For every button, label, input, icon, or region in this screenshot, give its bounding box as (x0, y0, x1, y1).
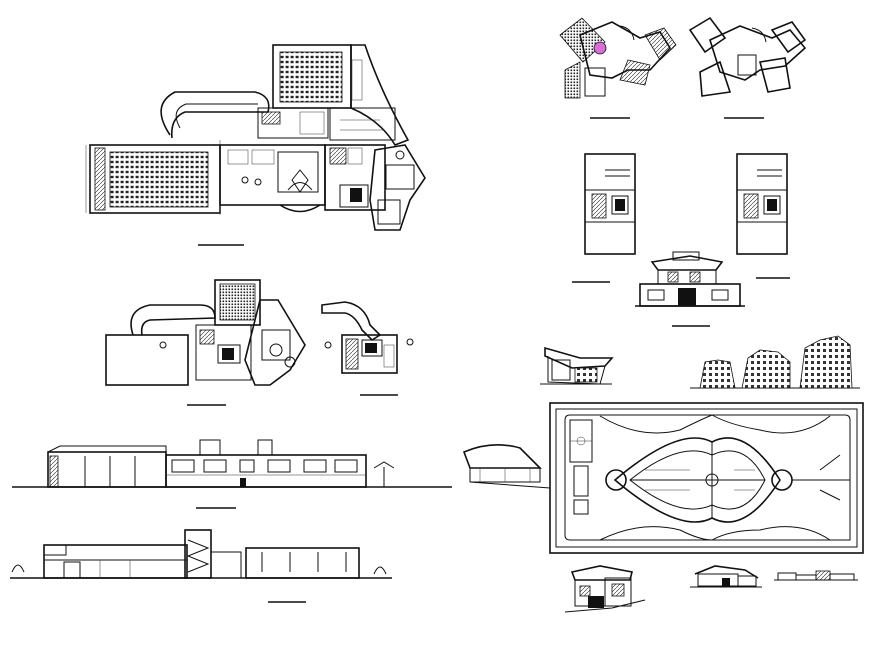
small-floor-plan (321, 301, 414, 396)
long-elevation-small (774, 570, 858, 581)
site-plan (549, 402, 864, 554)
residential-elevation (635, 251, 745, 327)
second-floor-plan (105, 279, 332, 406)
residential-plan-2 (736, 153, 790, 279)
tower-plan-2 (688, 16, 807, 119)
towers-perspective (690, 335, 860, 389)
tower-plan-1 (559, 17, 677, 119)
section (10, 529, 392, 603)
main-floor-plan (85, 44, 426, 246)
front-elevation (12, 439, 452, 509)
house-3d-view (564, 565, 646, 613)
pavilion-perspective (462, 444, 551, 489)
highlight-marker (593, 41, 607, 55)
residential-plan-1 (572, 153, 636, 283)
cottage-view (690, 565, 762, 588)
house-perspective (540, 346, 614, 385)
